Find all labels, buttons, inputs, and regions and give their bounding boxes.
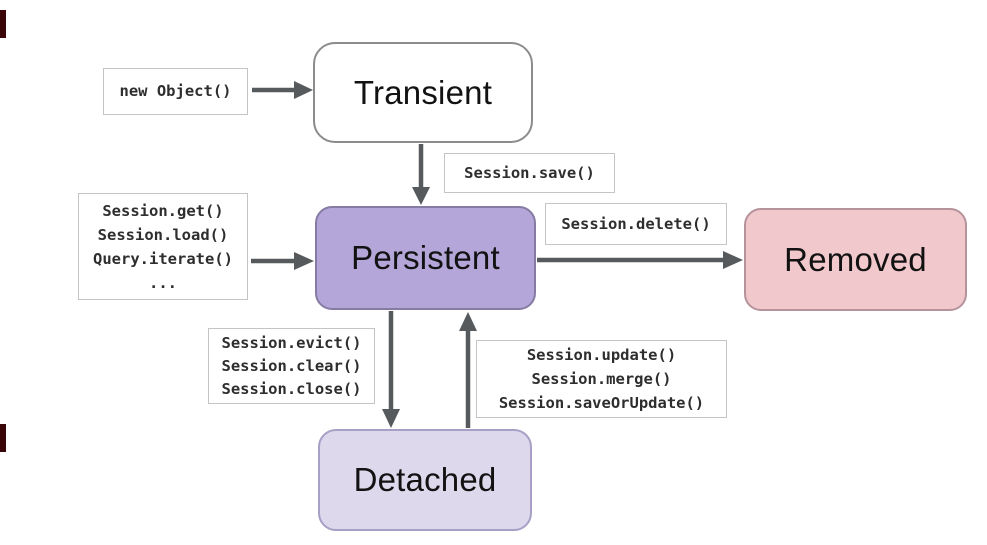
state-removed-label: Removed [784, 240, 927, 278]
state-persistent-label: Persistent [351, 239, 500, 276]
label-session-delete: Session.delete() [545, 203, 727, 245]
label-new-object: new Object() [103, 68, 248, 115]
state-detached: Detached [318, 429, 532, 531]
label-session-evict-group: Session.evict() Session.clear() Session.… [208, 328, 375, 404]
label-session-merge-text: Session.merge() [531, 370, 672, 388]
state-removed: Removed [744, 208, 967, 311]
label-ellipsis-text: ... [149, 273, 177, 292]
screen-edge-artifact [0, 424, 6, 452]
screen-edge-artifact [0, 10, 6, 38]
state-transient-label: Transient [353, 73, 493, 111]
label-session-get-text: Session.get() [102, 201, 224, 220]
state-persistent: Persistent [315, 206, 536, 310]
label-session-close-text: Session.close() [221, 379, 362, 398]
label-session-delete-text: Session.delete() [561, 214, 711, 233]
label-session-saveorupdate-text: Session.saveOrUpdate() [498, 394, 705, 412]
label-session-update-text: Session.update() [526, 346, 677, 364]
label-query-iterate-text: Query.iterate() [93, 249, 233, 268]
state-transient: Transient [313, 42, 533, 143]
arrow-create [252, 81, 313, 99]
state-detached-label: Detached [353, 461, 497, 498]
arrow-delete [537, 251, 743, 269]
label-session-save: Session.save() [444, 153, 615, 193]
label-session-load-text: Session.load() [97, 225, 229, 244]
label-session-load-group: Session.get() Session.load() Query.itera… [78, 193, 248, 300]
label-session-save-text: Session.save() [464, 163, 595, 182]
arrow-reattach [459, 312, 477, 428]
label-session-clear-text: Session.clear() [221, 356, 362, 375]
arrow-save [412, 144, 430, 205]
arrow-load [251, 252, 314, 270]
label-session-evict-text: Session.evict() [221, 333, 362, 352]
label-new-object-text: new Object() [119, 82, 232, 100]
arrow-detach [382, 311, 400, 428]
label-session-reattach-group: Session.update() Session.merge() Session… [476, 340, 727, 418]
